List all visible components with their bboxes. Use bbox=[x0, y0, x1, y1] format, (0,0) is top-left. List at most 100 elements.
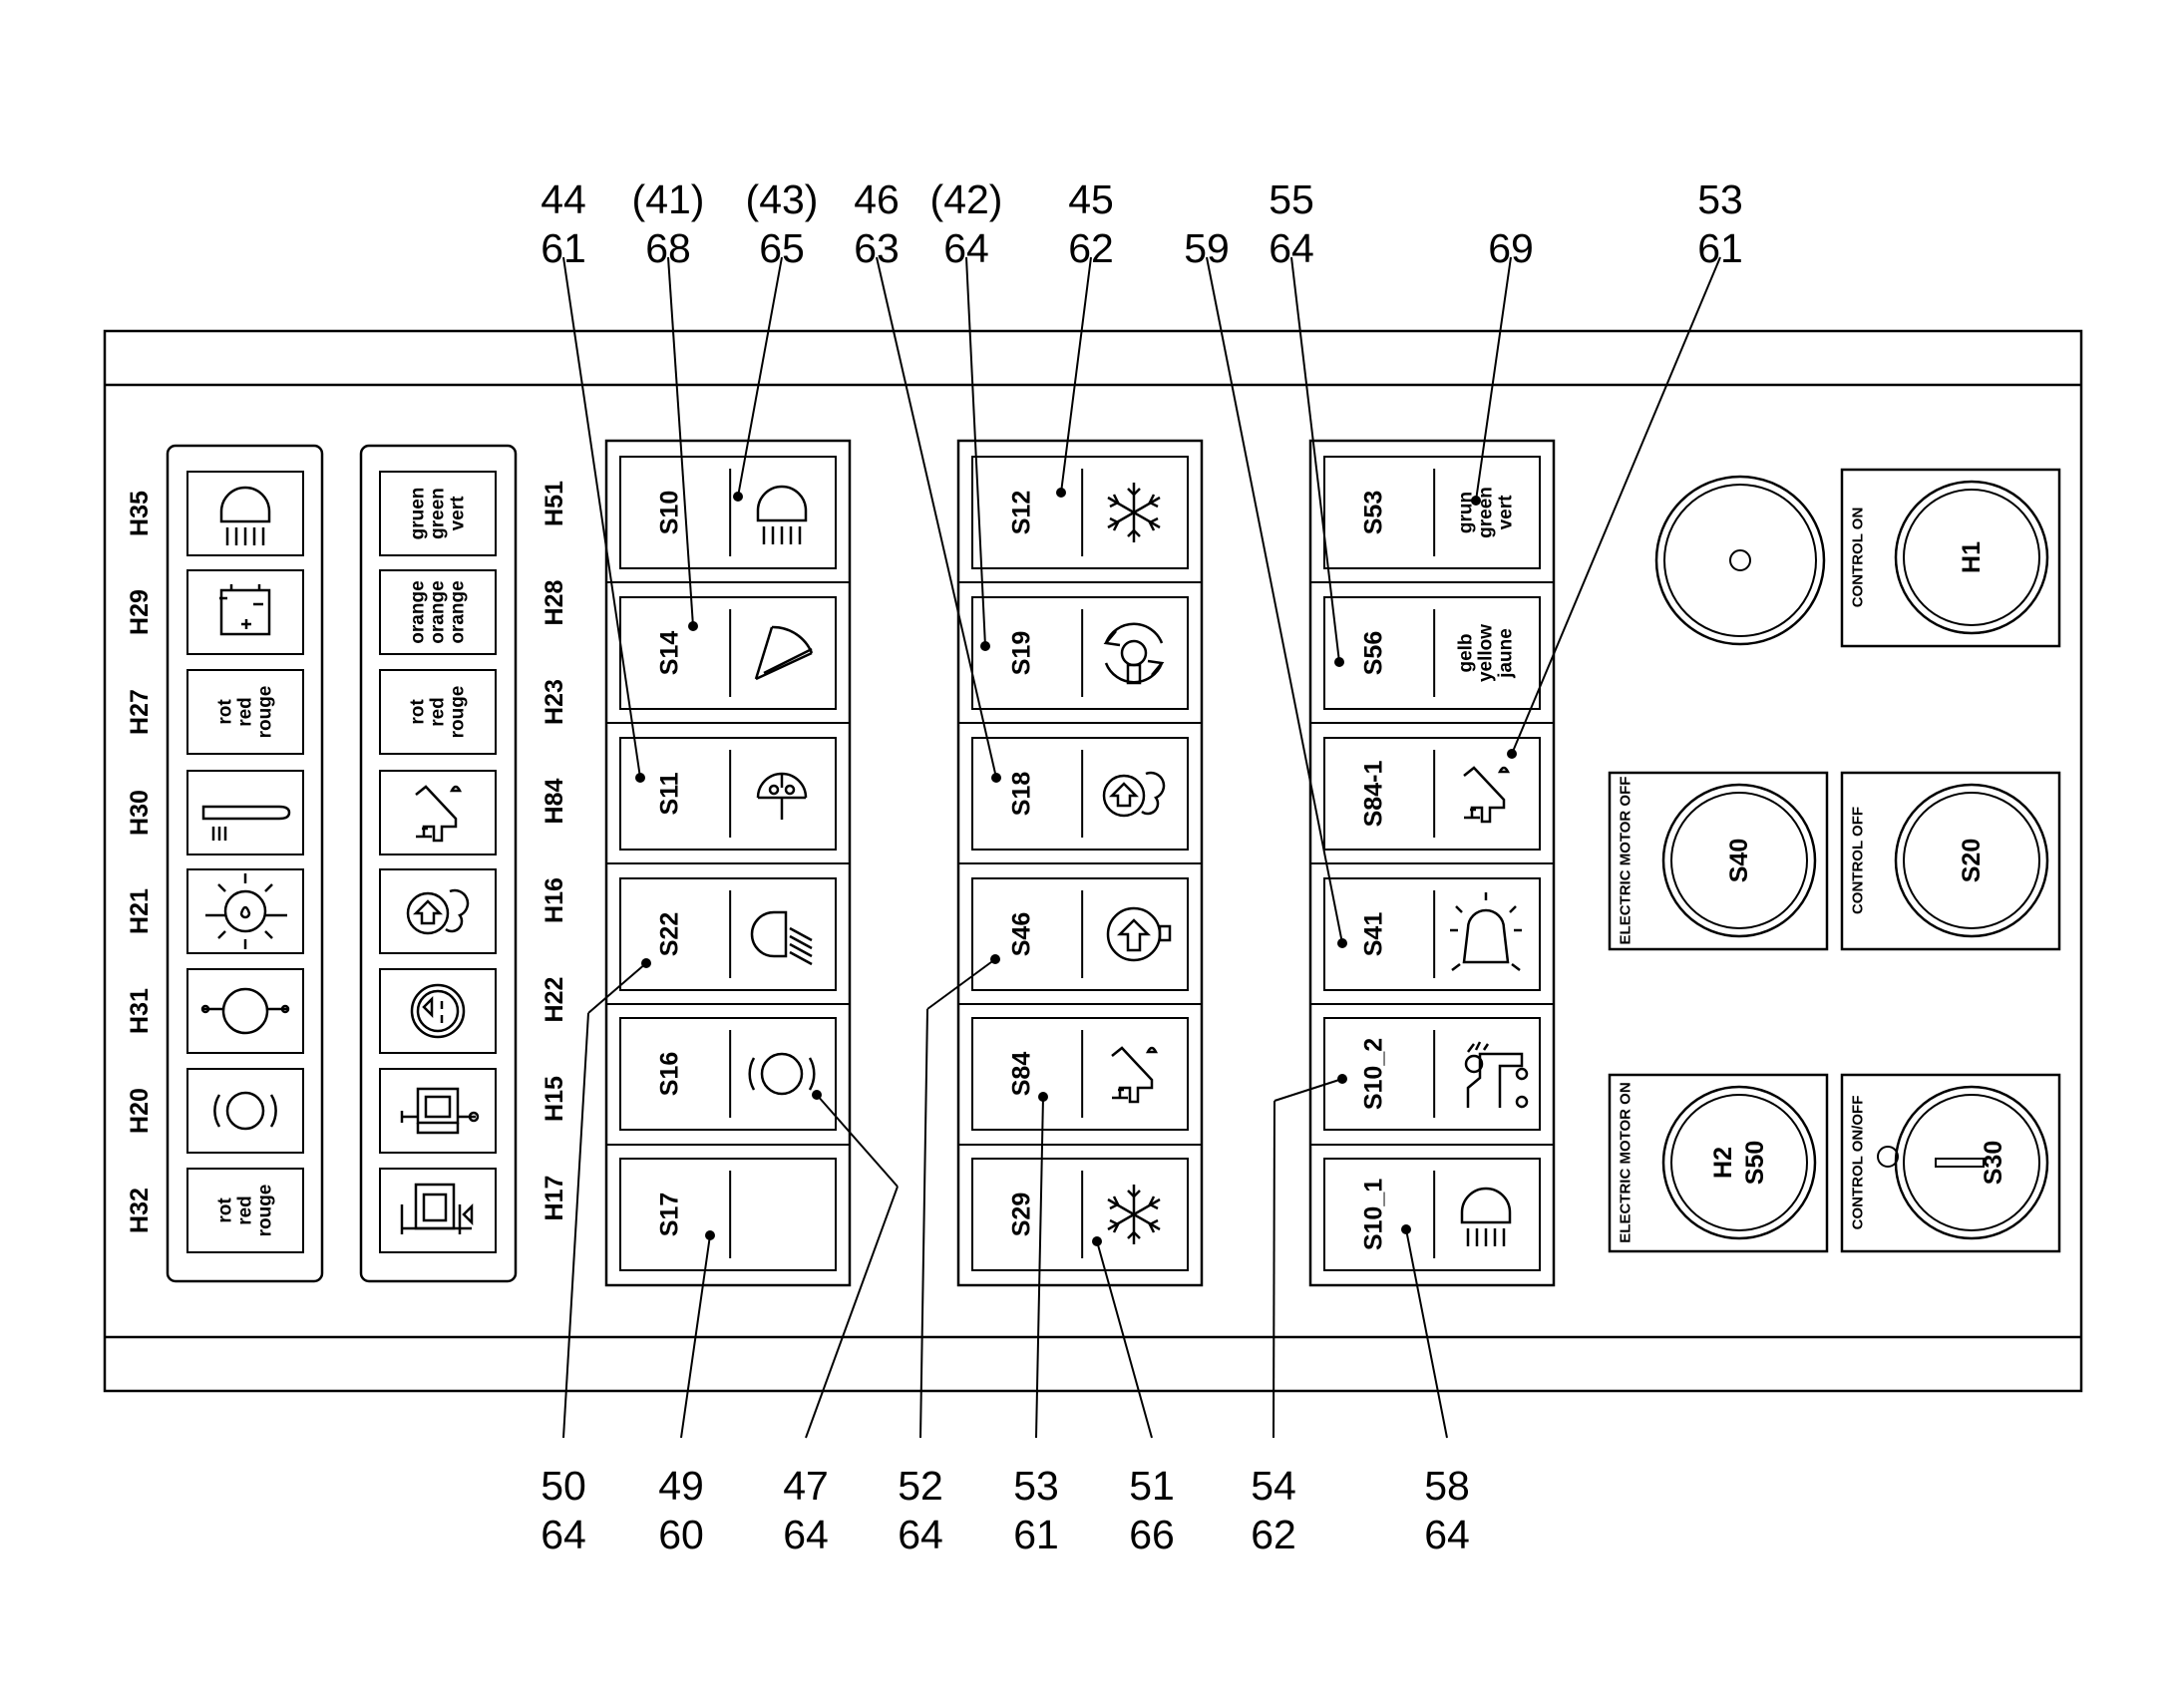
indicator-text-line: rot bbox=[215, 1197, 236, 1223]
switch-label: S18 bbox=[1008, 772, 1036, 817]
indicator-text-line: green bbox=[428, 488, 449, 539]
indicator-tile bbox=[379, 968, 497, 1054]
switch-button bbox=[1323, 1017, 1541, 1131]
coolant-icon bbox=[199, 987, 291, 1035]
work-light-icon bbox=[219, 486, 271, 547]
leader-dot bbox=[1401, 1224, 1411, 1234]
leader-53-top bbox=[1511, 256, 1721, 755]
leader-54b bbox=[1273, 1078, 1343, 1102]
switch-label: S10 bbox=[656, 491, 684, 534]
indicator-tile bbox=[186, 868, 304, 954]
hydraulic-filter-icon bbox=[400, 1183, 474, 1236]
switch-button bbox=[619, 877, 837, 991]
indicator-label: H27 bbox=[126, 689, 154, 735]
rotary-knob bbox=[1654, 475, 1826, 646]
control-box-s30 bbox=[1840, 1073, 2061, 1253]
switch-button bbox=[971, 596, 1189, 710]
switch-button bbox=[971, 456, 1189, 569]
control-box-h2 bbox=[1608, 1073, 1829, 1253]
stabilizer-icon bbox=[414, 785, 462, 843]
snowflake-icon bbox=[1106, 481, 1162, 544]
work-light-icon bbox=[1460, 1187, 1512, 1248]
indicator-tile bbox=[379, 1068, 497, 1154]
lamp-label: H16 bbox=[541, 877, 568, 923]
leader-41 bbox=[667, 256, 694, 627]
control-box-side-label: ELECTRIC MOTOR OFF bbox=[1618, 777, 1635, 945]
control-button-label: S20 bbox=[1958, 839, 1986, 882]
leader-44 bbox=[562, 256, 641, 779]
leader-dot bbox=[641, 958, 651, 968]
leader-dot bbox=[1471, 496, 1481, 506]
control-box-s40 bbox=[1608, 771, 1829, 951]
indicator-tile bbox=[379, 569, 497, 655]
leader-50b bbox=[587, 962, 647, 1014]
leader-dot bbox=[812, 1090, 822, 1100]
switch-button bbox=[619, 1017, 837, 1131]
indicator-tile bbox=[186, 770, 304, 855]
indicator-tile bbox=[186, 1168, 304, 1253]
indicator-text-line: rouge bbox=[447, 686, 468, 739]
switch-button bbox=[619, 596, 837, 710]
indicator-tile bbox=[379, 471, 497, 556]
battery-icon bbox=[217, 582, 271, 636]
leader-47b bbox=[816, 1094, 899, 1188]
switch-label: S29 bbox=[1008, 1193, 1036, 1236]
key-ring-icon bbox=[1877, 1146, 1899, 1168]
switch-label: S17 bbox=[656, 1193, 684, 1236]
leader-52 bbox=[919, 1008, 928, 1439]
leader-dot bbox=[1507, 749, 1517, 759]
switch-text-line: green bbox=[1476, 487, 1497, 538]
control-box-s20 bbox=[1840, 771, 2061, 951]
switch-button bbox=[619, 737, 837, 851]
control-button-label: S40 bbox=[1725, 839, 1753, 882]
indicator-label: H21 bbox=[126, 888, 154, 934]
switch-label: S56 bbox=[1360, 631, 1388, 675]
indicator-label: H29 bbox=[126, 589, 154, 635]
switch-button bbox=[971, 737, 1189, 851]
leader-dot bbox=[635, 773, 645, 783]
leader-43 bbox=[737, 256, 783, 498]
hook-icon bbox=[406, 888, 470, 935]
leader-58 bbox=[1405, 1228, 1448, 1439]
indicator-text-line: red bbox=[235, 697, 256, 727]
switch-button bbox=[1323, 877, 1541, 991]
control-button-ring bbox=[1670, 1094, 1808, 1231]
lamp-label: H84 bbox=[541, 778, 568, 824]
leader-dot bbox=[705, 1230, 715, 1240]
control-box-side-label: CONTROL ON bbox=[1850, 508, 1867, 608]
indicator-tile bbox=[186, 669, 304, 755]
snowflake-icon bbox=[1106, 1183, 1162, 1246]
switch-button bbox=[619, 456, 837, 569]
leader-dot bbox=[1092, 1236, 1102, 1246]
control-button-s40 bbox=[1661, 783, 1817, 938]
control-button-label: H2 bbox=[1709, 1147, 1737, 1179]
oil-pressure-icon bbox=[203, 871, 289, 951]
indicator-text-line: red bbox=[428, 697, 449, 727]
hook-icon bbox=[1102, 771, 1166, 818]
switch-label: S84 bbox=[1008, 1052, 1036, 1097]
switch-text-line: vert bbox=[1495, 495, 1516, 530]
indicator-text-line: gruen bbox=[408, 488, 429, 540]
switch-button bbox=[1323, 456, 1541, 569]
switch-text-line: yellow bbox=[1476, 624, 1497, 682]
wiper-icon bbox=[754, 625, 814, 681]
indicator-tile bbox=[186, 569, 304, 655]
indicator-label: H30 bbox=[126, 790, 154, 836]
leader-dot bbox=[1038, 1092, 1048, 1102]
lamp-label: H23 bbox=[541, 679, 568, 725]
indicator-tile bbox=[379, 868, 497, 954]
leader-69 bbox=[1475, 256, 1512, 502]
leader-dot bbox=[1334, 657, 1344, 667]
indicator-text-line: orange bbox=[447, 580, 468, 643]
leader-49 bbox=[680, 1234, 711, 1439]
leader-dot bbox=[980, 641, 990, 651]
leader-dot bbox=[733, 492, 743, 502]
control-box-side-label: CONTROL OFF bbox=[1850, 807, 1867, 914]
leader-51 bbox=[1096, 1240, 1153, 1439]
control-button-s20 bbox=[1894, 783, 2049, 938]
indicator-text-line: rouge bbox=[254, 1185, 275, 1237]
speedometer-icon bbox=[410, 983, 466, 1039]
control-button-ring bbox=[1903, 1094, 2040, 1231]
rotary-knob-ring bbox=[1663, 484, 1817, 637]
indicator-tile bbox=[379, 1168, 497, 1253]
